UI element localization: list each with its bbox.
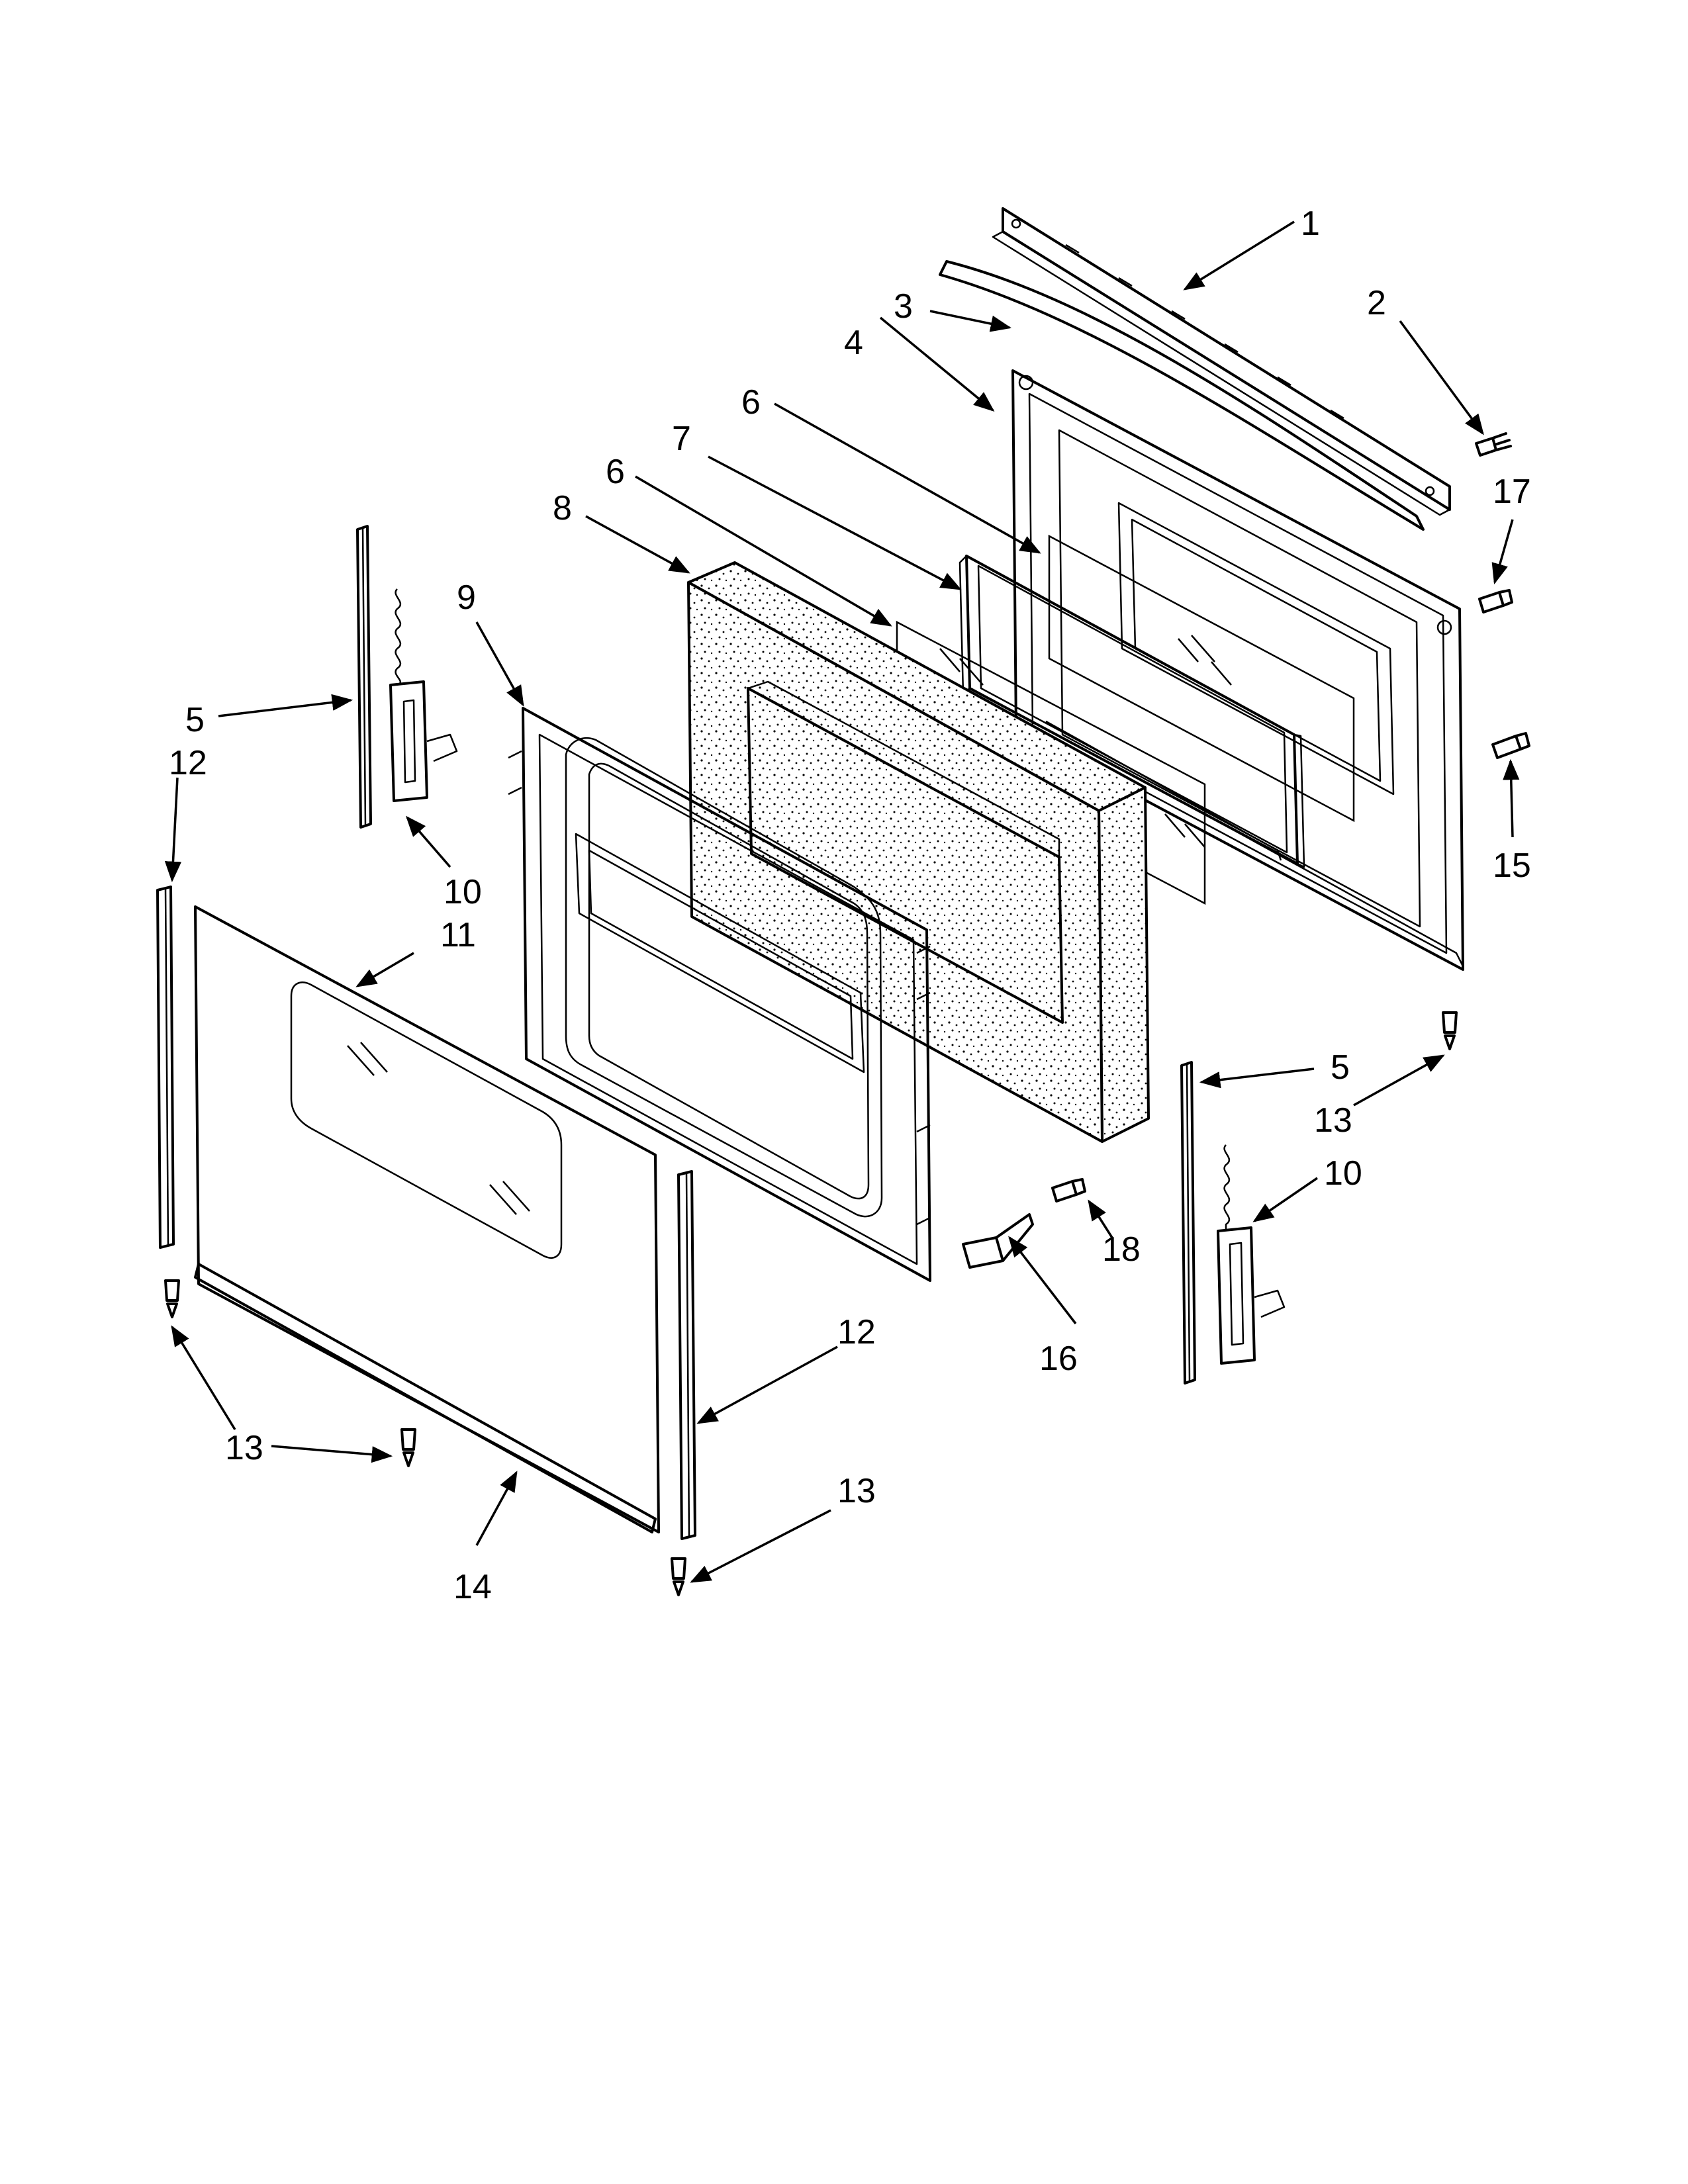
screw-13-liner — [1442, 1011, 1458, 1050]
callout-6-front: 6 — [606, 453, 625, 491]
callout-2: 2 — [1367, 284, 1386, 322]
callout-6-rear: 6 — [741, 383, 761, 422]
part-16-bracket — [962, 1213, 1034, 1269]
callout-9: 9 — [457, 578, 476, 617]
screw-13-right-trim — [671, 1557, 686, 1596]
screw-18 — [1051, 1178, 1086, 1203]
callout-15: 15 — [1493, 846, 1531, 885]
callout-labels: 1 2 3 4 6 6 7 8 9 17 5 12 10 11 15 5 13 … — [169, 205, 1531, 1606]
callout-5-left: 5 — [185, 701, 205, 739]
part-3-door-handle — [939, 260, 1425, 531]
callout-5-right: 5 — [1331, 1048, 1350, 1087]
screw-15 — [1491, 732, 1530, 759]
part-12-side-trim-right — [677, 1170, 696, 1540]
part-4-inner-door-liner — [1011, 369, 1464, 971]
callout-11: 11 — [440, 916, 476, 954]
callout-18: 18 — [1102, 1230, 1141, 1269]
callout-1: 1 — [1301, 205, 1320, 243]
part-1-control-trim — [992, 207, 1451, 516]
part-10-hinge-right — [1217, 1144, 1286, 1365]
part-9-door-frame — [508, 707, 931, 1282]
part-10-hinge-left — [389, 588, 458, 802]
callout-12-right: 12 — [837, 1313, 876, 1351]
part-5-hinge-receiver-left — [356, 525, 372, 829]
callout-8: 8 — [553, 489, 572, 527]
callout-13-liner: 13 — [1314, 1101, 1352, 1140]
callout-12-left: 12 — [169, 744, 207, 782]
part-14-bottom-trim — [194, 1263, 657, 1533]
part-6-inner-glass-rear — [1048, 534, 1355, 823]
callout-4: 4 — [844, 324, 863, 362]
callout-3: 3 — [894, 287, 913, 326]
part-2-screw — [1475, 432, 1512, 457]
part-8-door-insulation — [687, 561, 1150, 1143]
callout-17: 17 — [1493, 473, 1531, 511]
callout-13-right-trim: 13 — [837, 1472, 876, 1510]
screw-13-left-trim — [164, 1279, 180, 1318]
callout-7: 7 — [672, 420, 691, 458]
callout-10-left: 10 — [444, 873, 482, 911]
leader-lines — [164, 220, 1520, 1583]
callout-14: 14 — [453, 1568, 492, 1606]
callout-10-right: 10 — [1324, 1154, 1362, 1193]
callout-16: 16 — [1039, 1340, 1078, 1378]
part-5-hinge-receiver-right — [1180, 1061, 1196, 1385]
screw-17 — [1478, 589, 1513, 614]
part-11-outer-door-panel — [194, 905, 660, 1533]
part-12-side-trim-left — [156, 886, 175, 1249]
callout-13-bottom-trim: 13 — [225, 1429, 263, 1467]
screw-13-bottom-trim — [400, 1428, 416, 1467]
